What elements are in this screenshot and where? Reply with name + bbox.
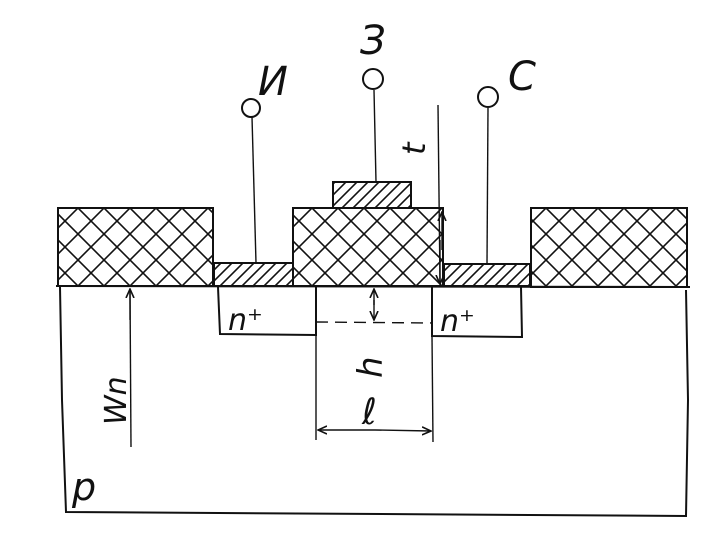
drain-terminal-node — [477, 86, 499, 108]
source-lead — [251, 116, 257, 264]
substrate-outline — [59, 286, 690, 518]
field-oxide-left — [57, 207, 214, 287]
channel-length-label: ℓ — [361, 392, 377, 433]
drain-n-plus-label: n⁺ — [440, 304, 475, 339]
gate-lead — [373, 89, 377, 183]
source-n-plus-region — [217, 286, 317, 337]
drain-lead — [486, 107, 489, 265]
substrate-p-label: p — [71, 465, 96, 509]
field-oxide-right — [530, 207, 688, 288]
channel-depth-dashed-line — [315, 321, 433, 324]
drain-terminal-label: С — [508, 54, 536, 100]
source-terminal-label: И — [258, 59, 288, 105]
channel-depth-label: h — [351, 356, 391, 378]
gate-oxide-block — [292, 207, 444, 287]
drain-contact-metal — [443, 263, 531, 287]
gate-metal — [332, 181, 412, 209]
gate-terminal-node — [362, 68, 384, 90]
drain-n-plus-region — [431, 286, 524, 339]
channel-length-arrow-right — [374, 430, 431, 431]
channel-right-boundary — [431, 335, 434, 443]
gate-terminal-label: З — [360, 18, 386, 64]
oxide-thickness-label: t — [395, 141, 433, 155]
source-n-plus-label: n⁺ — [228, 303, 263, 338]
source-terminal-node — [241, 98, 261, 118]
source-contact-metal — [213, 262, 294, 287]
depletion-width-label: Wn — [99, 376, 134, 425]
